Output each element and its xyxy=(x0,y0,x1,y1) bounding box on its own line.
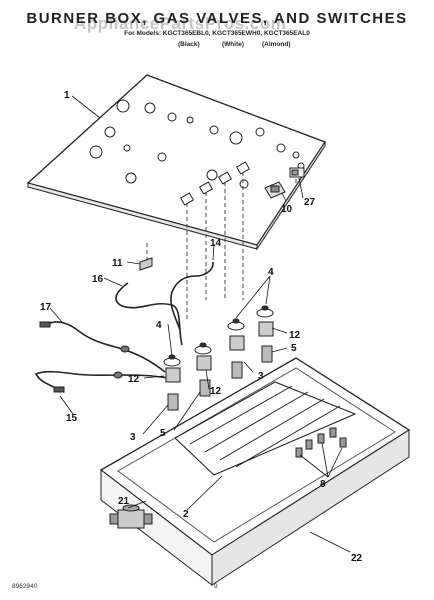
callout-21: 21 xyxy=(118,496,130,507)
callout-15: 15 xyxy=(66,413,78,424)
callout-5: 5 xyxy=(291,343,297,354)
callout-12: 12 xyxy=(289,330,301,341)
alignment-lines xyxy=(146,172,297,320)
model-numbers: For Models: KGCT365EBL0, KGCT365EWH0, KG… xyxy=(124,30,310,37)
callout-14: 14 xyxy=(210,238,222,249)
tube-fitting xyxy=(53,386,65,393)
leader-lines xyxy=(49,95,351,553)
pressure-regulator xyxy=(109,504,153,529)
color-label-black: (Black) xyxy=(178,41,200,48)
diagram-title: BURNER BOX, GAS VALVES, AND SWITCHES xyxy=(26,10,408,27)
callout-11: 11 xyxy=(112,258,123,269)
callout-4: 4 xyxy=(268,267,274,278)
color-label-almond: (Almond) xyxy=(262,41,291,48)
gas-tube-17 xyxy=(44,321,166,373)
gas-tube-16 xyxy=(115,282,183,346)
page-number: 9 xyxy=(214,583,218,590)
callout-10: 10 xyxy=(281,204,293,215)
callout-2: 2 xyxy=(183,509,189,520)
burner-box xyxy=(99,357,411,587)
callout-4: 4 xyxy=(156,320,162,331)
callout-8: 8 xyxy=(320,479,326,490)
callout-5: 5 xyxy=(160,428,166,439)
cooktop-panel xyxy=(26,74,326,251)
watermark-text: AppliancePartsPros.com xyxy=(74,14,287,33)
screws xyxy=(295,427,347,458)
callout-1: 1 xyxy=(64,90,70,101)
callout-16: 16 xyxy=(92,274,104,285)
switch-assembly xyxy=(264,167,305,199)
diagram-code: 8962940 xyxy=(12,583,38,590)
bracket xyxy=(139,257,153,271)
callout-27: 27 xyxy=(304,197,316,208)
callout-3: 3 xyxy=(130,432,136,443)
callout-3: 3 xyxy=(258,371,264,382)
gas-valve-assemblies xyxy=(163,305,274,411)
callout-17: 17 xyxy=(40,302,52,313)
callout-12: 12 xyxy=(210,386,222,397)
color-label-white: (White) xyxy=(222,41,245,48)
tube-fitting xyxy=(39,321,51,328)
tube-fitting xyxy=(120,345,130,353)
gas-tube-14 xyxy=(170,261,214,331)
callout-22: 22 xyxy=(351,553,363,564)
gas-tube-15 xyxy=(34,370,169,391)
callout-12: 12 xyxy=(128,374,140,385)
tube-fitting xyxy=(113,371,123,379)
